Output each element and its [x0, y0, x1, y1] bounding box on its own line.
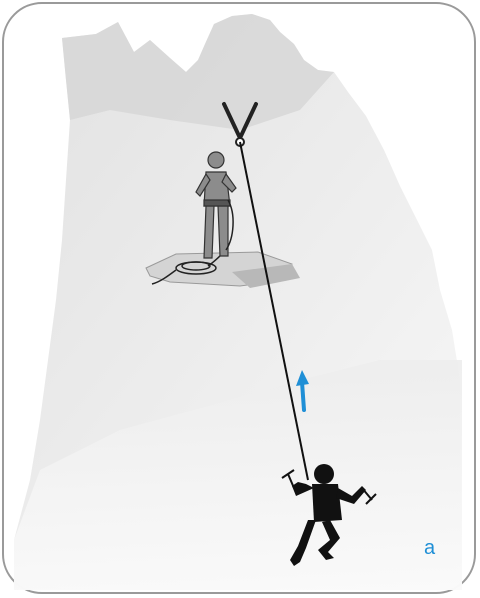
climber-head: [314, 464, 334, 484]
belayer-harness: [204, 200, 230, 206]
belayer-leg-left: [204, 206, 214, 258]
panel-label: a: [424, 536, 435, 560]
climber-torso: [312, 484, 342, 522]
belayer-head: [208, 152, 224, 168]
